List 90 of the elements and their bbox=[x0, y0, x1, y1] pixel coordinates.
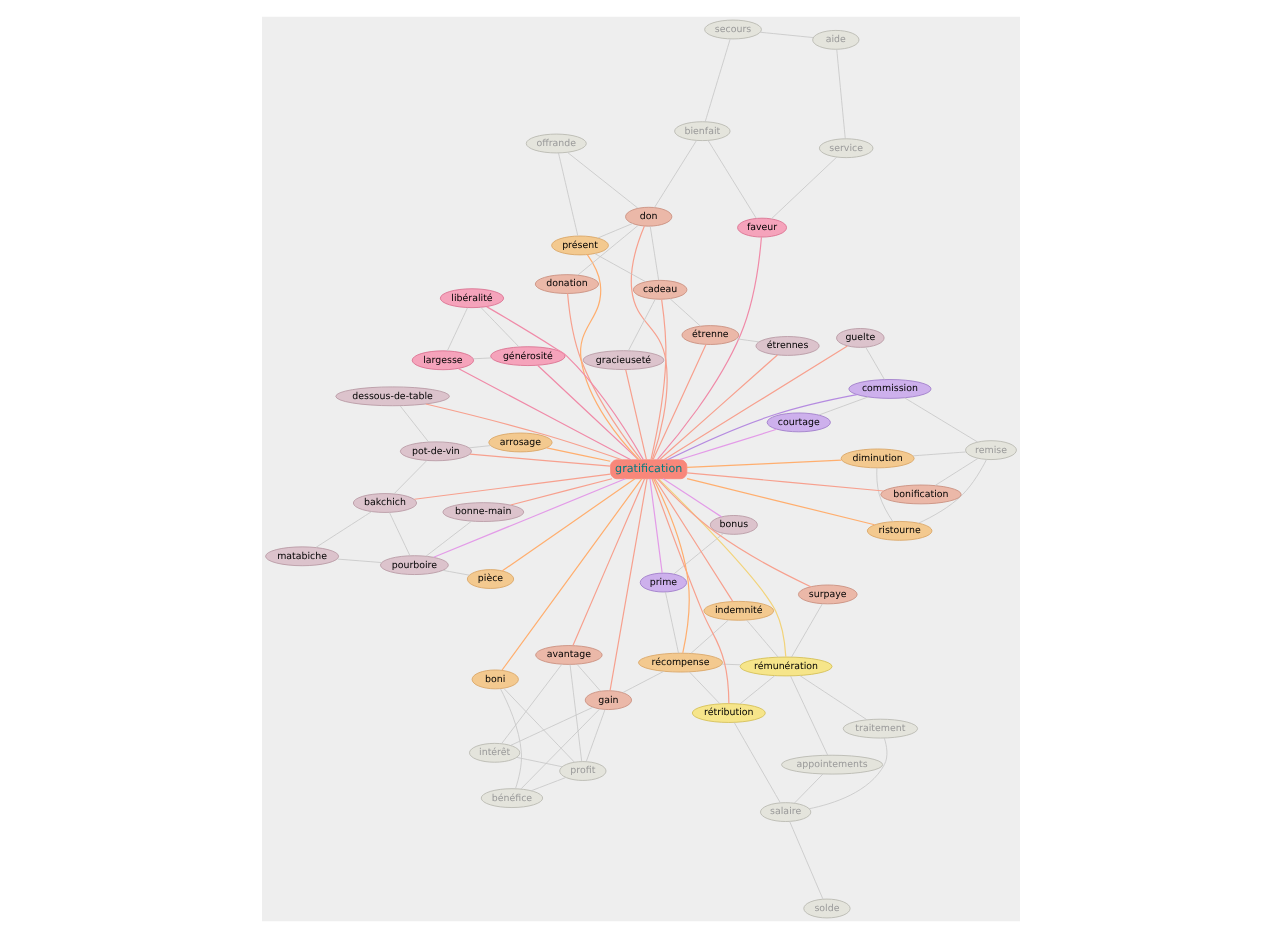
connector bbox=[720, 663, 740, 666]
connector bbox=[509, 478, 612, 506]
connector bbox=[875, 467, 893, 522]
connector bbox=[688, 671, 720, 705]
connector bbox=[336, 558, 382, 563]
connector bbox=[500, 663, 562, 744]
connector bbox=[500, 478, 635, 572]
connector bbox=[515, 756, 562, 768]
connector bbox=[432, 478, 625, 558]
connector bbox=[566, 152, 638, 209]
connector bbox=[388, 512, 410, 557]
connector bbox=[793, 773, 823, 804]
connector bbox=[571, 478, 645, 647]
connector bbox=[652, 478, 689, 654]
connector bbox=[788, 821, 823, 900]
connector bbox=[672, 533, 723, 575]
connector bbox=[668, 298, 700, 327]
connector bbox=[412, 473, 610, 500]
connector bbox=[807, 737, 887, 810]
connector bbox=[424, 403, 622, 461]
connector bbox=[566, 292, 641, 461]
connector bbox=[817, 396, 868, 416]
connector bbox=[685, 478, 875, 526]
connector bbox=[441, 569, 469, 576]
connector bbox=[661, 478, 722, 518]
connector bbox=[479, 306, 519, 348]
connector bbox=[903, 397, 977, 443]
connector bbox=[314, 511, 372, 548]
connector bbox=[706, 140, 756, 219]
connector bbox=[657, 354, 778, 461]
connector bbox=[657, 478, 786, 658]
connector bbox=[677, 428, 777, 461]
connector bbox=[662, 345, 848, 461]
connector bbox=[655, 236, 761, 461]
connector bbox=[529, 777, 566, 792]
connector bbox=[467, 445, 490, 449]
connector bbox=[392, 460, 427, 495]
connector bbox=[648, 225, 659, 281]
connector bbox=[864, 346, 884, 380]
connector bbox=[732, 722, 780, 804]
connector bbox=[545, 447, 610, 462]
connector bbox=[424, 520, 471, 557]
connector bbox=[649, 298, 666, 461]
connector bbox=[596, 223, 632, 239]
connector bbox=[664, 591, 678, 654]
connector bbox=[398, 405, 428, 443]
connector bbox=[499, 688, 521, 789]
connector bbox=[789, 675, 828, 756]
connector bbox=[624, 369, 647, 461]
connector bbox=[509, 706, 593, 746]
connector bbox=[911, 451, 966, 457]
connector bbox=[502, 688, 574, 763]
connector bbox=[575, 663, 600, 692]
connector bbox=[593, 253, 645, 283]
connector bbox=[500, 478, 642, 671]
connector bbox=[576, 224, 638, 276]
connector bbox=[769, 156, 837, 220]
connector bbox=[584, 709, 605, 763]
connector bbox=[468, 453, 610, 467]
connector bbox=[745, 619, 778, 658]
connector bbox=[738, 675, 775, 705]
connector bbox=[627, 298, 655, 352]
connector bbox=[519, 708, 599, 790]
connector bbox=[651, 344, 706, 461]
connector bbox=[655, 478, 811, 588]
connector bbox=[471, 357, 491, 360]
connector bbox=[685, 459, 842, 469]
connector bbox=[685, 472, 884, 492]
connector bbox=[608, 478, 647, 692]
connector bbox=[648, 478, 662, 574]
connector bbox=[933, 457, 978, 486]
connector bbox=[653, 140, 696, 208]
connector bbox=[653, 478, 733, 602]
connector bbox=[536, 364, 638, 461]
connector bbox=[735, 338, 759, 343]
connector bbox=[790, 603, 822, 658]
connector bbox=[798, 675, 867, 721]
connector bbox=[703, 38, 730, 123]
connector bbox=[835, 48, 845, 139]
connector bbox=[629, 225, 667, 461]
connector bbox=[689, 619, 728, 654]
connector bbox=[650, 478, 729, 705]
connector bbox=[621, 670, 664, 693]
connector bbox=[578, 254, 639, 461]
connector bbox=[917, 459, 986, 524]
connector bbox=[445, 307, 467, 352]
connector bbox=[557, 152, 578, 237]
connector bbox=[568, 664, 582, 762]
connector bbox=[456, 367, 631, 461]
connector bbox=[665, 394, 857, 461]
